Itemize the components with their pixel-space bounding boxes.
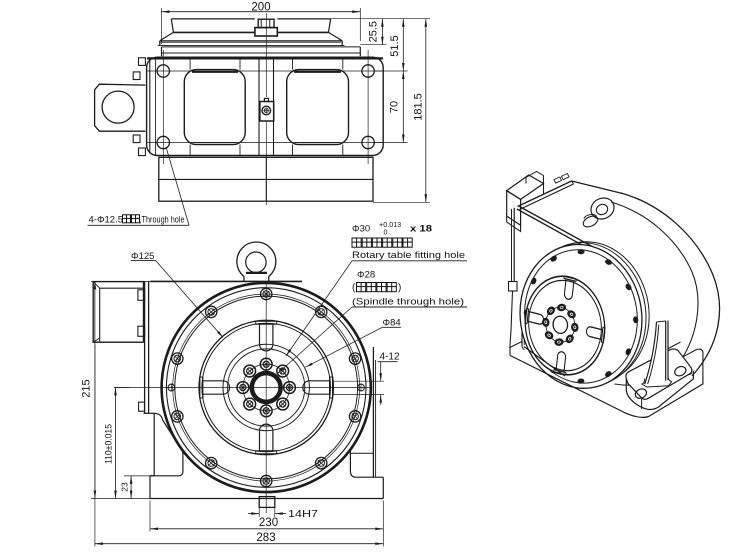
svg-text:+0.013: +0.013 bbox=[379, 220, 401, 229]
svg-text:Φ28: Φ28 bbox=[357, 270, 375, 281]
svg-text:4-Φ12.5: 4-Φ12.5 bbox=[89, 214, 124, 225]
svg-text:14H7: 14H7 bbox=[288, 508, 318, 520]
svg-text:70: 70 bbox=[389, 101, 401, 113]
svg-text:,Through hole: ,Through hole bbox=[140, 214, 185, 225]
svg-text:200: 200 bbox=[251, 2, 270, 14]
svg-text:215: 215 bbox=[81, 379, 93, 397]
svg-text:23: 23 bbox=[119, 482, 129, 492]
svg-text:(: ( bbox=[352, 283, 356, 294]
svg-text:283: 283 bbox=[256, 532, 275, 544]
svg-text:Φ84: Φ84 bbox=[383, 317, 401, 328]
svg-text:(Spindle through hole): (Spindle through hole) bbox=[352, 296, 464, 307]
svg-text:181.5: 181.5 bbox=[413, 93, 425, 121]
svg-text:51.5: 51.5 bbox=[389, 35, 401, 56]
svg-text:25.5: 25.5 bbox=[368, 21, 380, 42]
svg-text:4-12: 4-12 bbox=[380, 351, 400, 362]
svg-text:Φ125: Φ125 bbox=[131, 251, 154, 262]
svg-text:x 18: x 18 bbox=[410, 224, 432, 235]
svg-text:): ) bbox=[398, 283, 401, 294]
svg-text:230: 230 bbox=[259, 517, 278, 529]
svg-text:110±0.015: 110±0.015 bbox=[104, 424, 114, 464]
svg-text:Rotary table fitting hole: Rotary table fitting hole bbox=[352, 250, 465, 261]
svg-text:0: 0 bbox=[384, 228, 388, 237]
svg-text:Φ30: Φ30 bbox=[352, 224, 370, 235]
